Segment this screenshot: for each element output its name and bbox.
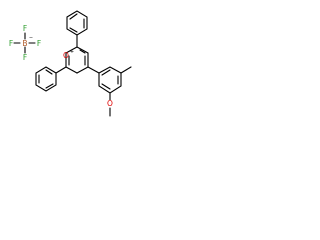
molecule-diagram: B − F F F F: [9, 10, 132, 117]
bond-pyrylium-to-aryl: [87, 66, 100, 74]
bond-pyrylium-to-left-phenyl: [55, 66, 67, 74]
phenyl-ring-left: [35, 66, 57, 92]
methoxy-oxygen-atom: O: [107, 99, 113, 108]
fluorine-atom-right: F: [37, 39, 41, 48]
pyrylium-oxygen-atom: O: [63, 51, 69, 60]
fluorine-atom-bottom: F: [23, 53, 27, 62]
pyrylium-cation: O + O: [35, 10, 132, 117]
boron-atom: B: [22, 39, 27, 48]
boron-negative-charge: −: [29, 35, 33, 41]
methoxy-methyl-phenyl-ring: [98, 66, 122, 94]
fluorine-atom-left: F: [9, 39, 13, 48]
fluorine-atom-top: F: [23, 24, 27, 33]
phenyl-ring-top: [66, 10, 88, 36]
tetrafluoroborate-anion: B − F F F F: [9, 24, 41, 62]
structure-canvas: B − F F F F: [0, 0, 152, 152]
pyrylium-ring: [65, 46, 89, 74]
pyrylium-positive-charge: +: [70, 49, 74, 55]
bond-aryl-to-methyl: [120, 66, 132, 74]
